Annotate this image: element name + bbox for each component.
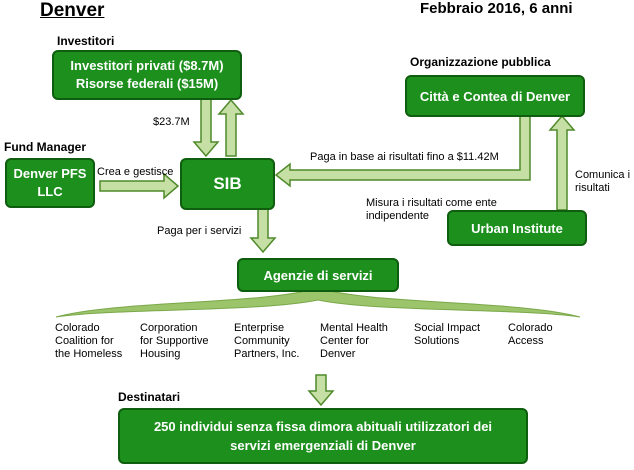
arrow-sib-to-investors: [217, 98, 245, 157]
arrow-fundmanager-to-sib: [99, 172, 180, 200]
measure-line2: indipendente: [366, 210, 430, 222]
report-line2: risultati: [575, 182, 610, 194]
services-brace: [55, 287, 581, 318]
urban-institute-box: Urban Institute: [447, 210, 587, 246]
fund-manager-line2: LLC: [37, 184, 63, 199]
fund-manager-line1: Denver PFS: [13, 166, 87, 181]
report-label: Comunica i risultati: [575, 169, 630, 195]
arrow-urban-to-city: [548, 114, 576, 211]
arrow-investors-to-sib: [192, 98, 220, 158]
service-agencies-box: Agenzie di servizi: [237, 258, 399, 292]
services-payment-label: Paga per i servizi: [157, 225, 242, 237]
investment-amount: $23.7M: [153, 116, 190, 128]
recipients-heading: Destinatari: [118, 390, 181, 404]
sib-box: SIB: [180, 158, 275, 210]
provider-item: Social Impact Solutions: [414, 322, 481, 347]
provider-item: Enterprise Community Partners, Inc.: [234, 322, 300, 360]
investors-line2: Risorse federali ($15M): [75, 76, 219, 91]
provider-item: Corporation for Supportive Housing: [140, 322, 209, 360]
city-county-name: Città e Contea di Denver: [419, 88, 571, 104]
provider-item: Mental Health Center for Denver: [320, 322, 388, 360]
public-org-heading: Organizzazione pubblica: [410, 55, 551, 69]
date-label: Febbraio 2016, 6 anni: [420, 0, 573, 17]
report-line1: Comunica i: [575, 169, 631, 181]
fund-manager-box: Denver PFS LLC: [5, 158, 95, 208]
recipients-line2: servizi emergenziali di Denver: [230, 438, 416, 453]
results-payment-label: Paga in base ai risultati fino a $11.42M: [310, 151, 499, 163]
recipients-box: 250 individui senza fissa dimora abitual…: [118, 408, 528, 464]
measure-label: Misura i risultati come ente indipendent…: [366, 197, 497, 223]
measure-line1: Misura i risultati come ente: [366, 197, 497, 209]
arrow-city-to-sib: [274, 115, 531, 188]
fund-manager-heading: Fund Manager: [4, 140, 87, 154]
recipients-line1: 250 individui senza fissa dimora abitual…: [153, 419, 493, 434]
service-agencies-title: Agenzie di servizi: [263, 267, 373, 283]
city-title: Denver: [40, 0, 105, 21]
investors-line1: Investitori privati ($8.7M): [70, 58, 224, 73]
arrow-agencies-to-recipients: [307, 374, 335, 407]
investors-box: Investitori privati ($8.7M) Risorse fede…: [52, 50, 242, 100]
investors-heading: Investitori: [57, 34, 115, 48]
provider-item: Colorado Coalition for the Homeless: [55, 322, 123, 360]
arrow-sib-to-agencies: [249, 207, 277, 254]
city-county-box: Città e Contea di Denver: [405, 75, 585, 117]
sib-label: SIB: [213, 174, 242, 193]
creates-manages-label: Crea e gestisce: [97, 166, 174, 178]
provider-item: Colorado Access: [508, 322, 553, 347]
urban-institute-name: Urban Institute: [471, 220, 563, 236]
